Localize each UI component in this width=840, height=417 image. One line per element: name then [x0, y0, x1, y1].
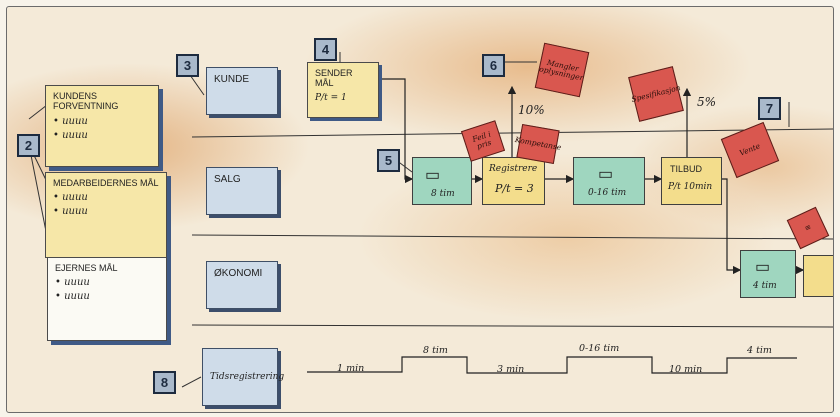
note-title: EJERNES MÅL: [55, 263, 118, 273]
callout-7: 7: [758, 97, 781, 120]
callout-2: 2: [17, 134, 40, 157]
bullet: • uuuu: [53, 115, 88, 127]
lane-label-okonomi: ØKONOMI: [206, 261, 278, 309]
bullet: • uuuu: [55, 277, 90, 289]
timeline-value: 10 min: [669, 364, 703, 375]
queue-time: 0-16 tim: [588, 188, 627, 198]
inbox-tray-icon: ▭: [425, 167, 441, 184]
deviation-percent-tilbud: 5%: [697, 95, 717, 109]
whiteboard-sketch: 2 3 4 5 6 7 8 KUNDENS FORVENTNING • uuuu…: [6, 6, 834, 413]
lane-label-salg: SALG: [206, 167, 278, 215]
time-registration-label: Tidsregistrering: [202, 348, 284, 406]
bullet: • uuuu: [53, 192, 88, 204]
note-title: KUNDENS FORVENTNING: [53, 91, 119, 112]
callout-6: 6: [482, 54, 505, 77]
callout-5: 5: [377, 149, 400, 172]
sender-title: SENDER MÅL: [315, 68, 353, 89]
timeline-value: 4 tim: [747, 345, 772, 356]
timeline-step-line: [307, 356, 797, 374]
callout-3: 3: [176, 54, 199, 77]
bullet: • uuuu: [55, 291, 90, 303]
lane-divider: [191, 234, 833, 240]
problem-note-kompetanse: Kompetanse: [514, 123, 562, 165]
callout-4: 4: [314, 38, 337, 61]
queue-tray-icon: ▭: [598, 166, 614, 183]
lane-label-kunde: KUNDE: [206, 67, 278, 115]
tilbud-title: TILBUD: [670, 164, 703, 174]
register-process: Registrere P/t = 3: [482, 157, 545, 205]
flow-lines: [28, 52, 833, 388]
bullet: • uuuu: [53, 206, 88, 218]
timeline-value: 1 min: [337, 363, 365, 374]
tilbud-rate: P/t 10min: [668, 182, 713, 192]
owner-goals-note: EJERNES MÅL • uuuu • uuuu: [47, 257, 167, 341]
note-title: MEDARBEIDERNES MÅL: [53, 178, 159, 188]
problem-note-mangler: Mangler oplysninger: [534, 42, 590, 98]
deviation-percent-register: 10%: [518, 103, 545, 117]
sender-note: SENDER MÅL P/t = 1: [307, 62, 379, 118]
register-rate: P/t = 3: [495, 182, 534, 195]
tilbud-process: TILBUD P/t 10min: [661, 157, 722, 205]
economy-process: ▭ 4 tim: [740, 250, 796, 298]
sender-rate: P/t = 1: [315, 92, 347, 103]
queue-process: ▭ 0-16 tim: [573, 157, 645, 205]
callout-8: 8: [153, 371, 176, 394]
timeline-value: 8 tim: [423, 345, 448, 356]
bullet: • uuuu: [53, 129, 88, 141]
lane-divider: [191, 324, 833, 328]
timeline-value: 3 min: [497, 364, 525, 375]
inbox-time: 8 tim: [431, 189, 455, 199]
employee-goals-note: MEDARBEIDERNES MÅL • uuuu • uuuu: [45, 172, 167, 258]
timeline-value: 0-16 tim: [579, 343, 620, 354]
inbox-process: ▭ 8 tim: [412, 157, 472, 205]
economy-tray-icon: ▭: [755, 259, 771, 276]
register-title: Registrere: [489, 164, 538, 174]
customer-expectation-note: KUNDENS FORVENTNING • uuuu • uuuu: [45, 85, 159, 167]
next-process-partial: [803, 255, 833, 297]
economy-time: 4 tim: [753, 281, 777, 291]
